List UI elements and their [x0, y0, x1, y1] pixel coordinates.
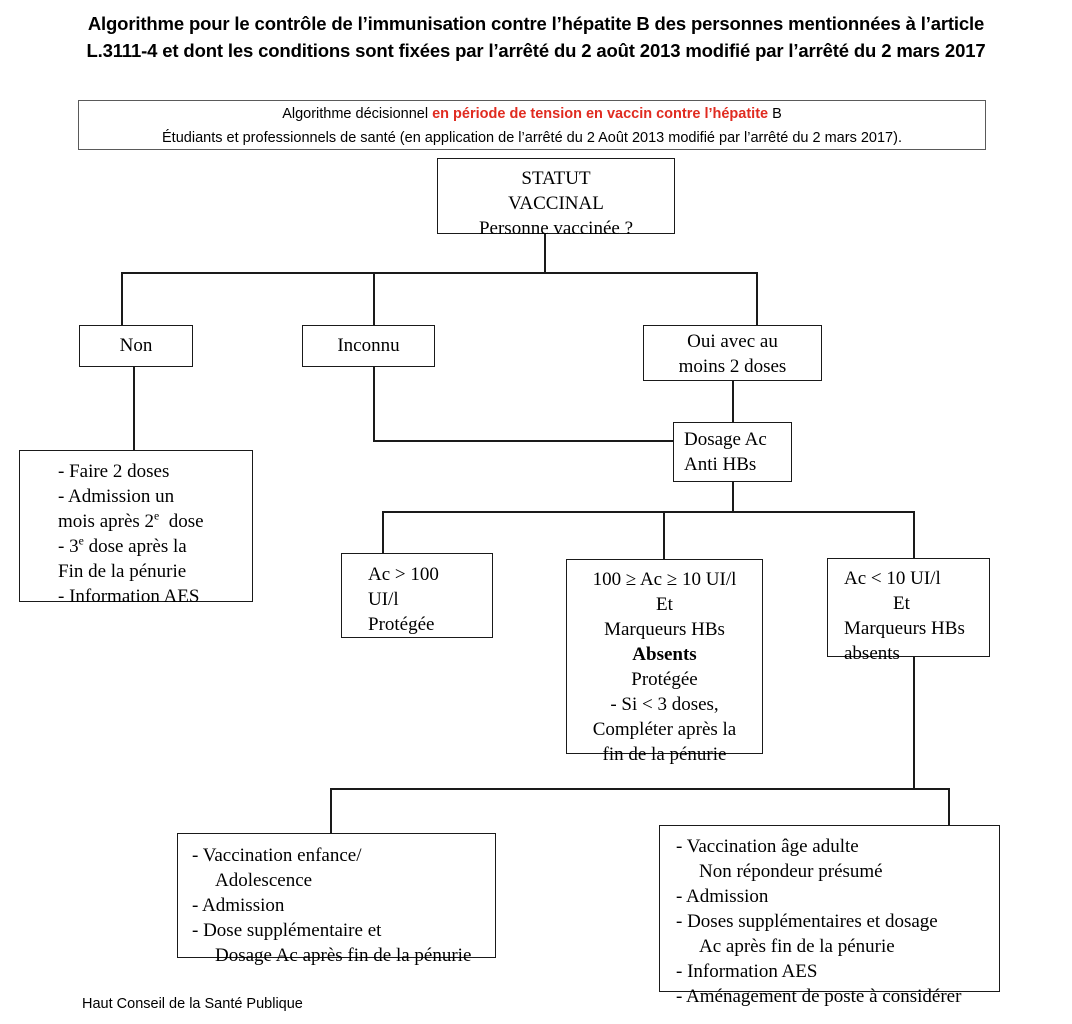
- connector-inconnu-to-dosage: [373, 440, 675, 442]
- node-statut-vaccinal[interactable]: STATUT VACCINAL Personne vaccinée ?: [437, 158, 675, 239]
- outcome-non-line-3: - 3e dose après la: [58, 534, 187, 557]
- ac-mid-line-2: Marqueurs HBs: [604, 619, 725, 640]
- ac-mid-line-3: Absents: [632, 644, 697, 665]
- node-ac-inferieur-10[interactable]: Ac < 10 UI/l Et Marqueurs HBs absents: [827, 558, 990, 664]
- ac-mid-line-6: Compléter après la: [592, 719, 737, 740]
- ac-mid-line-7: fin de la pénurie: [602, 744, 727, 765]
- node-ac-entre-10-et-100[interactable]: 100 ≥ Ac ≥ 10 UI/l Et Marqueurs HBs Abse…: [566, 559, 763, 765]
- connector-drop-inconnu: [373, 272, 375, 326]
- outcome-adulte-line-0: - Vaccination âge adulte: [676, 836, 859, 857]
- node-dosage-line-1: Anti HBs: [684, 454, 757, 475]
- banner-line-1: Algorithme décisionnel en période de ten…: [79, 102, 985, 126]
- outcome-adulte-line-3: - Doses supplémentaires et dosage: [676, 911, 938, 932]
- connector-level1-bus: [121, 272, 758, 274]
- node-conduite-non-vaccine[interactable]: - Faire 2 doses - Admission un mois aprè…: [19, 450, 253, 607]
- connector-ac-low-down: [913, 657, 915, 789]
- connector-drop-ac-mid: [663, 511, 665, 560]
- footer-source: Haut Conseil de la Santé Publique: [82, 996, 303, 1012]
- connector-drop-ac-high: [382, 511, 384, 554]
- outcome-non-line-5: - Information AES: [58, 586, 200, 607]
- connector-level2-bus: [382, 511, 915, 513]
- node-non-label: Non: [119, 335, 153, 356]
- ac-mid-line-0: 100 ≥ Ac ≥ 10 UI/l: [592, 569, 737, 590]
- connector-drop-oui: [756, 272, 758, 326]
- node-statut-vaccinal-line-0: STATUT: [521, 168, 591, 189]
- connector-drop-non: [121, 272, 123, 326]
- node-conduite-vaccination-adulte[interactable]: - Vaccination âge adulte Non répondeur p…: [659, 825, 1000, 1007]
- node-dosage-line-0: Dosage Ac: [684, 429, 767, 450]
- ac-low-line-0: Ac < 10 UI/l: [844, 568, 941, 589]
- connector-drop-adulte: [948, 788, 950, 826]
- outcome-adulte-line-1: Non répondeur présumé: [699, 861, 883, 882]
- ac-mid-line-1: Et: [656, 594, 673, 615]
- banner-line-1-suffix: B: [768, 106, 782, 122]
- page-title-text: Algorithme pour le contrôle de l’immunis…: [86, 13, 986, 61]
- banner-box: Algorithme décisionnel en période de ten…: [78, 100, 986, 150]
- banner-line-1-prefix: Algorithme décisionnel: [282, 106, 433, 122]
- node-oui-line-1: moins 2 doses: [678, 356, 787, 377]
- ac-high-line-2: Protégée: [368, 614, 435, 635]
- node-oui-deux-doses[interactable]: Oui avec au moins 2 doses: [643, 325, 822, 381]
- outcome-enfance-line-3: - Dose supplémentaire et: [192, 920, 382, 941]
- banner-line-1-highlight: en période de tension en vaccin contre l…: [432, 106, 769, 122]
- connector-root-stem: [544, 233, 546, 273]
- outcome-enfance-line-1: Adolescence: [215, 870, 313, 891]
- node-statut-vaccinal-line-2: Personne vaccinée ?: [478, 218, 634, 239]
- connector-inconnu-down: [373, 367, 375, 441]
- outcome-adulte-line-2: - Admission: [676, 886, 769, 907]
- outcome-adulte-line-6: - Aménagement de poste à considérer: [676, 986, 962, 1007]
- node-inconnu[interactable]: Inconnu: [302, 325, 435, 367]
- connector-drop-ac-low: [913, 511, 915, 559]
- outcome-enfance-line-4: Dosage Ac après fin de la pénurie: [215, 945, 472, 966]
- ac-low-line-2: Marqueurs HBs: [844, 618, 965, 639]
- outcome-non-line-0: - Faire 2 doses: [58, 461, 170, 482]
- ac-mid-line-4: Protégée: [631, 669, 698, 690]
- connector-drop-enfance: [330, 788, 332, 834]
- ac-low-line-1: Et: [893, 593, 910, 614]
- outcome-non-line-2: mois après 2e dose: [58, 509, 204, 532]
- connector-level3-bus: [330, 788, 950, 790]
- ac-high-line-1: UI/l: [368, 589, 399, 610]
- node-conduite-vaccination-enfance[interactable]: - Vaccination enfance/ Adolescence - Adm…: [177, 833, 496, 966]
- page-title: Algorithme pour le contrôle de l’immunis…: [70, 10, 1002, 64]
- banner-line-2: Étudiants et professionnels de santé (en…: [162, 130, 902, 146]
- ac-low-line-3: absents: [844, 643, 900, 664]
- outcome-enfance-line-0: - Vaccination enfance/: [192, 845, 362, 866]
- node-oui-line-0: Oui avec au: [687, 331, 778, 352]
- connector-non-to-outcome: [133, 367, 135, 451]
- node-inconnu-label: Inconnu: [337, 335, 400, 356]
- outcome-non-line-1: - Admission un: [58, 486, 175, 507]
- connector-dosage-stem: [732, 482, 734, 512]
- outcome-enfance-line-2: - Admission: [192, 895, 285, 916]
- connector-oui-to-dosage: [732, 381, 734, 423]
- node-non[interactable]: Non: [79, 325, 193, 367]
- node-dosage-ac-anti-hbs[interactable]: Dosage Ac Anti HBs: [673, 422, 792, 482]
- ac-mid-line-5: - Si < 3 doses,: [610, 694, 719, 715]
- node-statut-vaccinal-line-1: VACCINAL: [508, 193, 604, 214]
- outcome-non-line-4: Fin de la pénurie: [58, 561, 187, 582]
- node-ac-superieur-100[interactable]: Ac > 100 UI/l Protégée: [341, 553, 493, 638]
- outcome-adulte-line-4: Ac après fin de la pénurie: [699, 936, 895, 957]
- outcome-adulte-line-5: - Information AES: [676, 961, 818, 982]
- ac-high-line-0: Ac > 100: [368, 564, 439, 585]
